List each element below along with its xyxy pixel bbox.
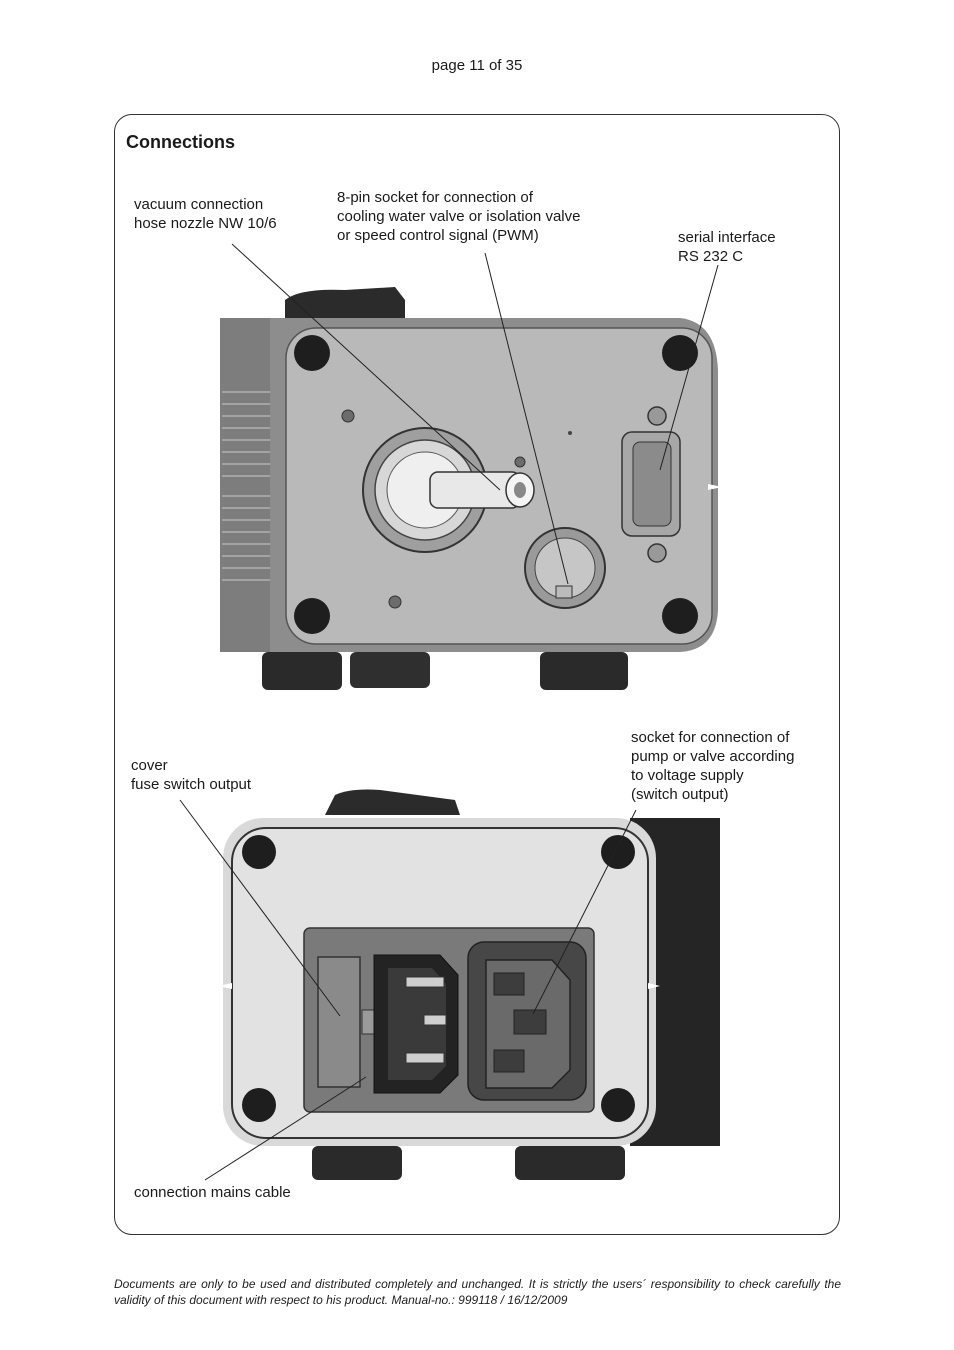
label-mains-cable: connection mains cable: [134, 1184, 291, 1201]
content-frame: [114, 114, 840, 1235]
footer-disclaimer: Documents are only to be used and distri…: [114, 1277, 841, 1307]
label-vacuum-connection: vacuum connection hose nozzle NW 10/6: [134, 196, 277, 232]
bottom-device-figure: [179, 789, 720, 1181]
iec-inlet-icon: [373, 954, 459, 1094]
vacuum-nozzle-icon: [362, 427, 535, 553]
top-device-figure: [220, 243, 722, 690]
label-socket-pump-valve: socket for connection of pump or valve a…: [631, 729, 795, 803]
page-number: page 11 of 35: [431, 57, 523, 74]
fuse-cover-icon: [317, 956, 377, 1088]
section-title: Connections: [126, 132, 236, 152]
label-cover-fuse: cover fuse switch output: [131, 757, 252, 793]
iec-outlet-icon: [467, 941, 587, 1101]
din-socket-icon: [524, 527, 606, 609]
label-8-pin-socket: 8-pin socket for connection of cooling w…: [337, 189, 581, 244]
label-serial-interface: serial interface RS 232 C: [678, 229, 776, 265]
serial-port-icon: [621, 406, 681, 563]
